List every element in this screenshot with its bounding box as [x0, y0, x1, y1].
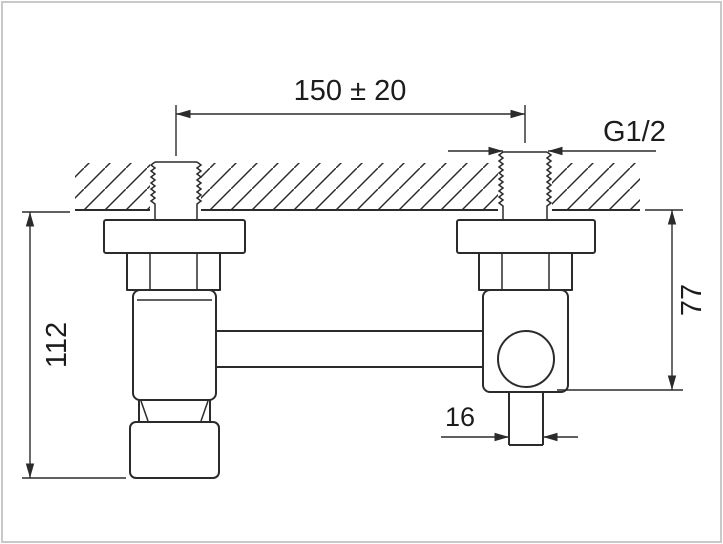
left-collar-chamfer-left — [140, 400, 149, 422]
right-escutcheon — [456, 219, 596, 254]
right-inlet-thread — [497, 148, 553, 221]
outlet-pipe — [508, 392, 544, 446]
dim-outlet-label: 16 — [445, 402, 475, 432]
left-body-cap — [129, 421, 220, 479]
dim-outlet-width: 16 — [441, 402, 578, 442]
left-inlet-thread — [149, 158, 203, 221]
left-body-collar — [138, 399, 211, 423]
left-body-block — [132, 289, 217, 401]
left-hex-nut — [126, 252, 221, 291]
left-inlet-mask — [150, 158, 201, 221]
right-hex-nut-body — [478, 252, 573, 291]
dim-thread-label: G1/2 — [603, 116, 666, 148]
dim-thread-size: G1/2 — [448, 116, 666, 156]
right-thread-left-edge — [497, 151, 505, 220]
left-collar-chamfer-right — [200, 400, 209, 422]
right-inlet-mask — [498, 148, 552, 221]
outlet-circle — [497, 330, 555, 388]
dim-left-height: 112 — [22, 211, 126, 479]
dim-right-label: 77 — [676, 284, 708, 316]
dim-right-depth: 77 — [557, 209, 708, 391]
left-escutcheon — [103, 219, 246, 254]
dim-top-label: 150 ± 20 — [294, 75, 407, 107]
right-thread-right-edge — [545, 151, 553, 220]
connecting-pipe — [212, 330, 487, 368]
right-valve-body — [482, 289, 569, 446]
dim-left-label: 112 — [41, 322, 73, 368]
left-thread-right-edge — [195, 161, 203, 220]
left-thread-left-edge — [149, 161, 157, 220]
left-hex-nut-body — [126, 252, 221, 291]
dim-top-span: 150 ± 20 — [175, 75, 526, 156]
left-valve-body — [129, 289, 220, 479]
right-hex-nut — [478, 252, 573, 291]
